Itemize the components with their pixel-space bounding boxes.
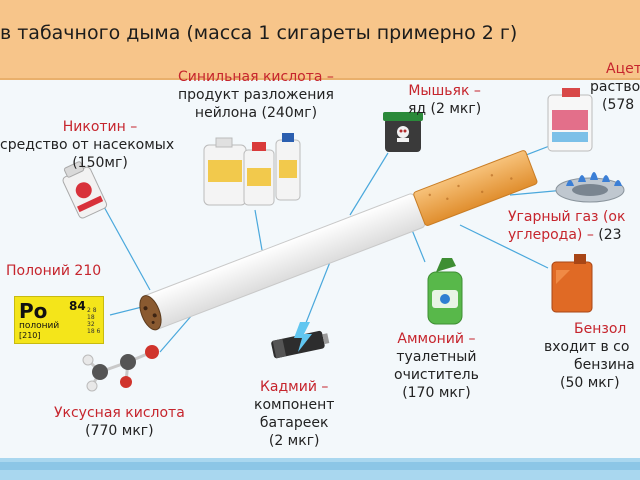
label-polonium: Полоний 210 (6, 263, 102, 279)
label-arsenic: Мышьяк – яд (2 мкг) (408, 83, 482, 117)
gas-burner-icon (555, 172, 625, 203)
label-benzene: Бензол входит в со бензина (50 мкг) (544, 321, 635, 391)
label-cadmium: Кадмий – компонент батареек (2 мкг) (254, 379, 335, 449)
cigarette (139, 150, 538, 331)
label-carbon-monoxide: Угарный газ (ок углерода) – (23 (508, 209, 626, 243)
label-ammonia: Аммоний – туалетный очиститель (170 мкг) (394, 331, 479, 401)
element-mass: [210] (19, 331, 41, 340)
poison-jar-icon (383, 112, 423, 152)
label-nicotine: Никотин – средство от насекомых (150мг) (0, 119, 175, 171)
title-banner: в табачного дыма (масса 1 сигареты приме… (0, 0, 640, 80)
chemical-bottles-icon (203, 133, 301, 206)
page-title: в табачного дыма (масса 1 сигареты приме… (0, 22, 518, 44)
label-acetone: Ацет раство (578 (590, 61, 640, 113)
element-symbol: Po (19, 299, 48, 323)
insecticide-can-icon (62, 161, 108, 219)
fuel-canister-icon (551, 254, 593, 313)
connector-nicotine (102, 204, 151, 291)
cigarette-tobacco-end (139, 295, 162, 331)
acetic-acid-molecule-icon (82, 345, 159, 392)
connector-benzene (459, 224, 549, 269)
footer-band (0, 458, 640, 480)
connector-hcn (254, 209, 263, 251)
battery-icon (271, 322, 330, 359)
label-hcn: Синильная кислота – продукт разложения н… (178, 69, 334, 121)
element-name: полоний (19, 321, 60, 331)
label-acetic-acid: Уксусная кислота (770 мкг) (54, 405, 185, 439)
acetone-bottle-icon (547, 88, 593, 152)
toilet-cleaner-icon (427, 258, 463, 325)
element-shells: 2 8 18 32 18 6 (87, 307, 101, 335)
cigarette-filter (413, 150, 538, 226)
connector-arsenic (349, 152, 389, 216)
element-number: 84 (69, 299, 86, 313)
cigarette-paper (142, 193, 426, 330)
polonium-element-tile: Po 84 полоний [210] 2 8 18 32 18 6 (14, 296, 104, 344)
